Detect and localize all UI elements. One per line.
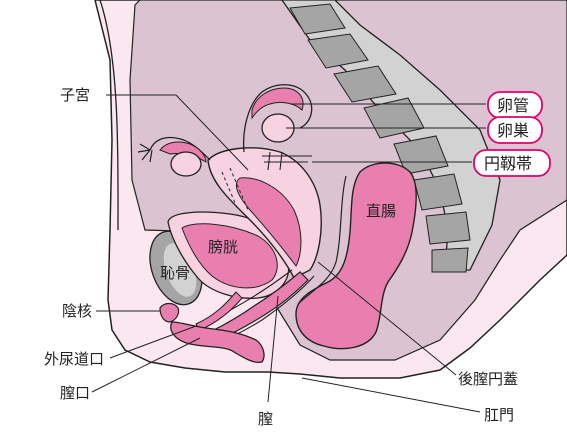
leader-lines [91, 94, 486, 413]
highlight-boxes [473, 91, 551, 177]
label-ovary: 卵巣 [497, 121, 529, 140]
label-anus: 肛門 [484, 406, 514, 424]
label-uterus: 子宮 [60, 86, 90, 104]
label-bladder: 膀胱 [208, 238, 238, 256]
label-rectum: 直腸 [366, 202, 396, 220]
abdominal-wall-line [99, 0, 119, 231]
clitoris [159, 302, 180, 323]
ovary-left [170, 151, 202, 177]
leader-uterus [106, 94, 249, 171]
round-ligament-box [473, 149, 551, 177]
leader-vagina [267, 295, 279, 403]
rectum [295, 162, 417, 350]
label-urethral-opening: 外尿道口 [44, 350, 104, 368]
uterine-cavity [235, 177, 302, 267]
leader-vaginal-opening [91, 337, 201, 393]
label-vagina: 膣 [258, 410, 273, 428]
leader-anus [301, 377, 481, 413]
label-round-ligament: 円靱帯 [484, 154, 532, 173]
leader-urethral-opening [109, 325, 197, 359]
fallopian-tube-fimbria [137, 143, 153, 163]
leader-posterior-fornix [317, 261, 457, 376]
label-posterior-fornix: 後膣円蓋 [458, 370, 518, 388]
round-ligament-lines [262, 151, 312, 171]
label-vaginal-opening: 膣口 [60, 384, 90, 402]
labia [170, 321, 265, 364]
uterus-dashed-line [221, 167, 249, 211]
label-pubic-bone: 恥骨 [160, 264, 190, 282]
ovary-box [487, 116, 543, 144]
label-fallopian-tube: 卵管 [497, 96, 529, 115]
fallopian-tube-pink [251, 87, 304, 120]
bladder-inner [181, 223, 278, 289]
label-clitoris: 陰核 [62, 302, 92, 320]
rectum-outer-line [297, 175, 347, 305]
